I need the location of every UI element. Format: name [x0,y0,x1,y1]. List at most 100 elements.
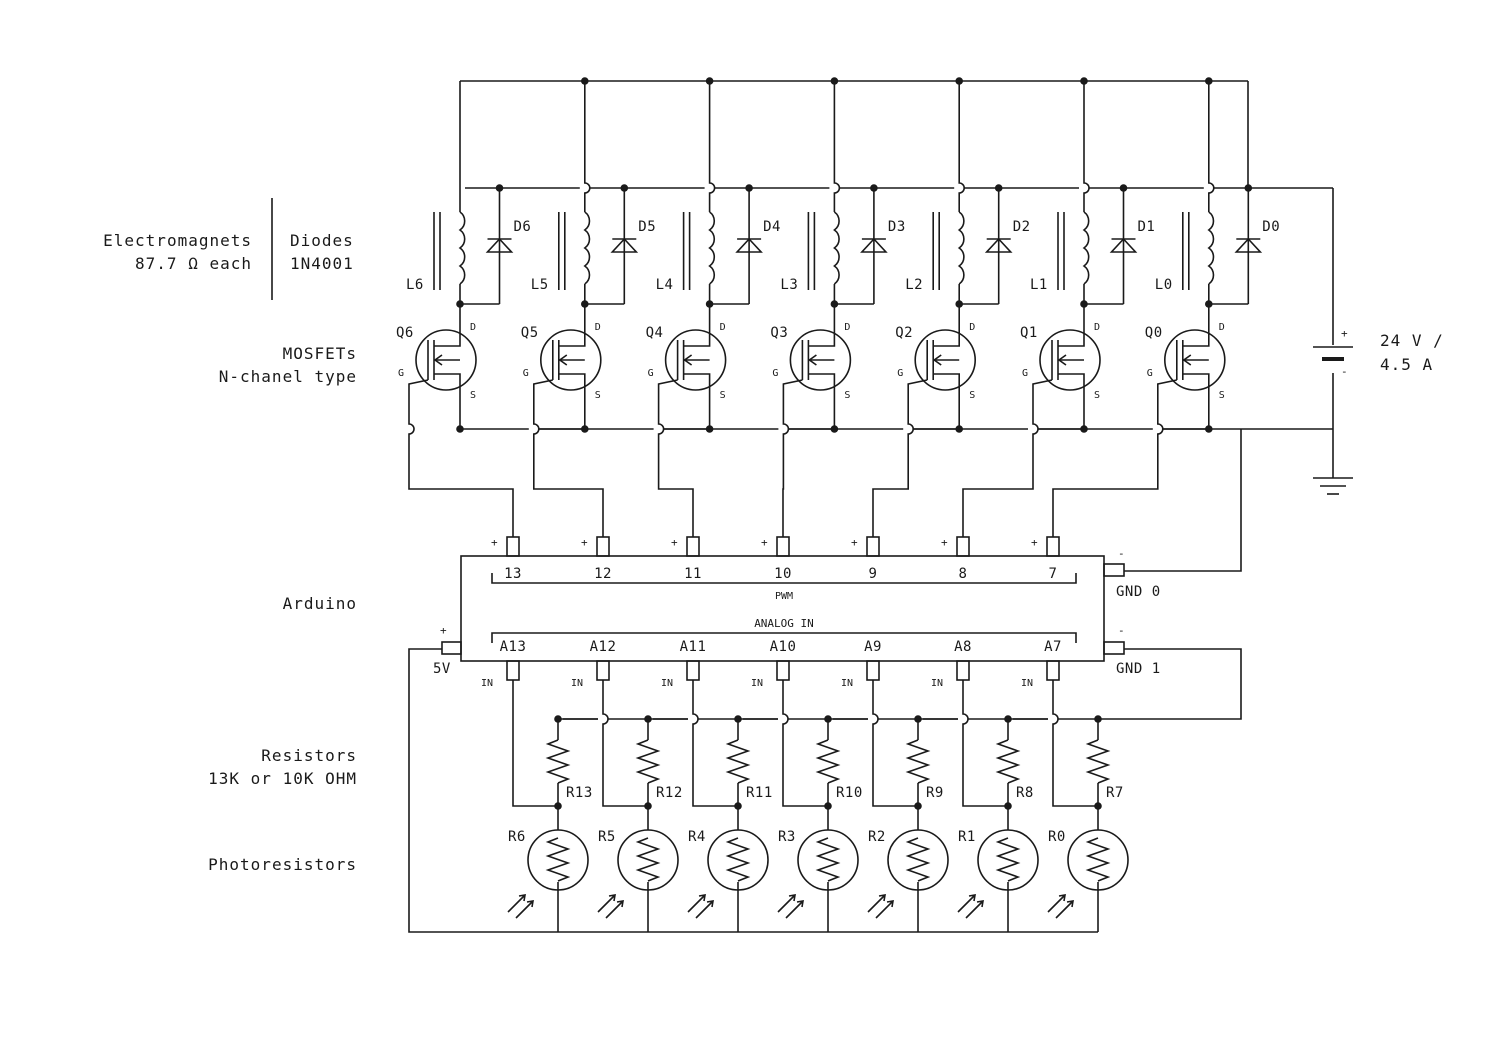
gnd0-minus: - [1118,547,1125,560]
light-arrow-icon [687,894,706,913]
mosfet-body [789,329,852,391]
gate-wire [962,379,1053,537]
mosfet-source-lead [808,373,836,429]
pwm-pin-label: 8 [959,566,968,582]
mosfet-drain-label: D [1094,322,1100,333]
mosfet-drain-lead [683,332,711,347]
pwm-pin-label: 11 [684,566,702,582]
diode-triangle [1234,237,1263,253]
coil-label: L6 [406,277,424,293]
analog-pin-label: A9 [864,639,882,655]
analog-pin [956,660,970,681]
analog-wire [692,680,738,807]
resistor-zigzag [905,739,931,784]
analog-in-label: IN [481,678,493,689]
junction-dot [824,802,832,810]
mosfet-gate-label: G [1022,368,1028,379]
diode-label: D4 [763,219,781,235]
junction-dot [705,77,714,85]
light-arrow-icon [605,900,624,919]
pwm-pin-label: 9 [869,566,878,582]
inductor-coil [583,211,591,285]
gnd0-pin [1103,563,1125,577]
analog-wire [512,680,558,807]
analog-pin-label: A7 [1044,639,1062,655]
mosfet-gate-label: G [1147,368,1153,379]
pwm-plus: + [581,536,588,549]
diode-label: D5 [638,219,656,235]
inductor-coil [708,211,716,285]
inductor-coil [458,211,466,285]
electromagnets-value: 87.7 Ω each [135,254,252,273]
mosfet-drain-label: D [720,322,726,333]
junction-dot [830,77,839,85]
light-arrow-icon [777,894,796,913]
junction-dot [734,802,742,810]
v5-plus: + [440,624,447,637]
resistor-zigzag [995,739,1021,784]
mosfet-arrow [683,354,693,366]
photoresistor-zigzag [815,837,841,882]
mosfet-gate-label: G [772,368,778,379]
photoresistor-label: R3 [778,829,796,845]
mosfet-body [539,329,602,391]
mosfet-gate-label: G [897,368,903,379]
analog-in-label: IN [1021,678,1033,689]
mosfet-source-label: S [595,390,601,401]
pwm-pin [686,536,700,557]
diode-triangle [1109,237,1138,253]
mosfet-drain-label: D [595,322,601,333]
mosfet-source-lead [933,373,960,429]
pwm-pin-label: 13 [504,566,522,582]
mosfet-source-label: S [1094,390,1100,401]
gate-wire [872,379,928,537]
mosfet-drain-lead [1182,332,1210,347]
mosfet-drain-lead [808,332,836,347]
analog-wire [1052,680,1098,807]
pwm-pin [956,536,970,557]
photoresistor-label: R0 [1048,829,1066,845]
analog-in-label: ANALOG IN [754,617,814,630]
resistor-zigzag [635,739,661,784]
gnd0-label: GND 0 [1116,584,1161,600]
mosfet-gate-label: G [523,368,529,379]
diode-triangle [984,237,1013,253]
arduino-title: Arduino [283,594,357,613]
junction-dot [581,77,589,85]
coil-supply-wire [708,81,716,212]
pwm-plus: + [491,536,498,549]
resistor-label: R10 [836,785,863,801]
mosfet-drain-label: D [844,322,850,333]
analog-pin-label: A8 [954,639,972,655]
gate-wire [408,379,514,537]
resistor-label: R13 [566,785,593,801]
mosfet-drain-lead [558,332,586,347]
inductor-coil [1082,211,1090,285]
mosfet-source-lead [1182,373,1210,429]
mosfet-drain-lead [1058,332,1085,347]
analog-in-label: IN [571,678,583,689]
resistor-zigzag [725,739,751,784]
mosfet-source-label: S [720,390,726,401]
resistors-title: Resistors [261,746,357,765]
resistor-label: R7 [1106,785,1124,801]
diode-label: D1 [1138,219,1156,235]
mosfet-arrow [558,354,568,366]
diode-label: D6 [514,219,532,235]
mosfet-label: Q3 [770,325,788,341]
analog-pin-label: A12 [590,639,617,655]
photoresistor-zigzag [545,837,571,882]
mosfet-drain-label: D [969,322,975,333]
gate-wire [657,379,694,537]
light-arrow-icon [507,894,526,913]
mosfet-body [1039,329,1101,391]
mosfet-body [415,329,477,391]
analog-wire [872,680,918,807]
analog-in-label: IN [841,678,853,689]
pwm-pin [596,536,610,557]
analog-pin-label: A13 [500,639,527,655]
mosfet-source-label: S [1219,390,1225,401]
